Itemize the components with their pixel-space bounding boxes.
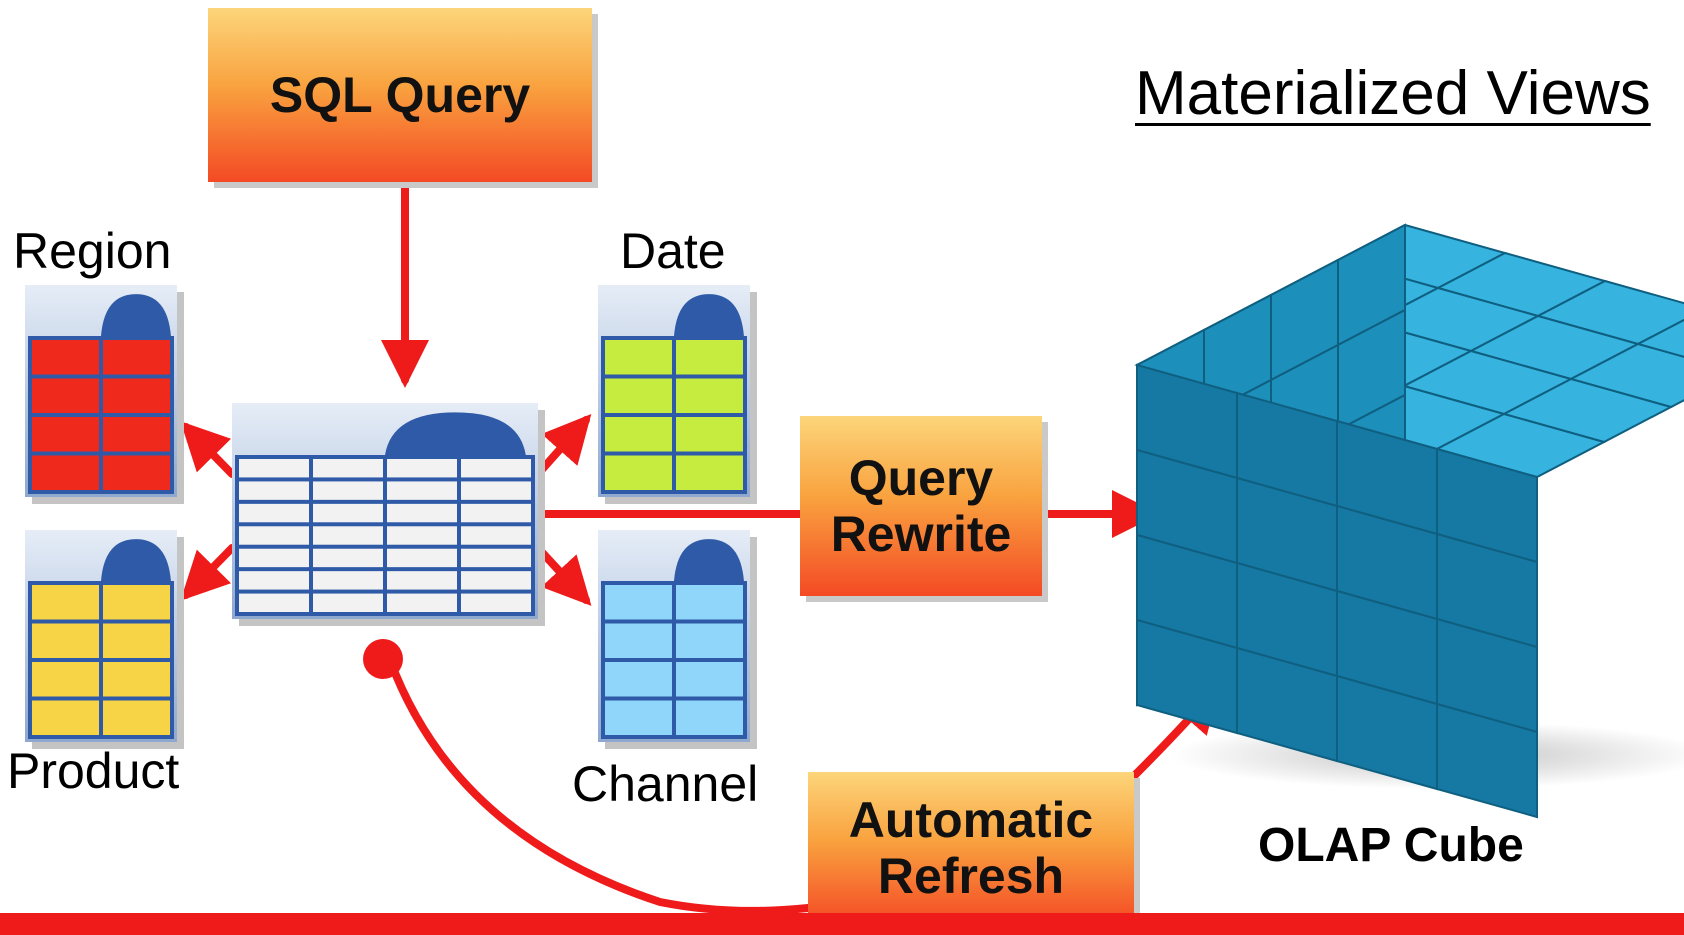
- table-cell: [239, 481, 309, 500]
- table-cell: [103, 340, 170, 375]
- table-cell: [461, 481, 531, 500]
- tables-group: [25, 285, 757, 749]
- region-label: Region: [13, 223, 172, 279]
- table-cell: [32, 700, 99, 735]
- table-cell: [387, 593, 457, 612]
- table-cell: [461, 571, 531, 590]
- fact-to-region-arrow: [180, 421, 236, 478]
- table-cell: [32, 417, 99, 452]
- automatic-refresh-line2: Refresh: [877, 848, 1065, 904]
- table-cell: [461, 593, 531, 612]
- product-label: Product: [7, 743, 180, 799]
- table-cell: [676, 340, 743, 375]
- table-cell: [676, 623, 743, 658]
- sql-query-label: SQL Query: [269, 67, 531, 123]
- table-cell: [32, 585, 99, 620]
- table-cell: [313, 593, 383, 612]
- sql-query-box: SQL Query: [208, 8, 592, 182]
- table-cell: [676, 417, 743, 452]
- table-cell: [605, 623, 672, 658]
- table-cell: [103, 585, 170, 620]
- table-cell: [387, 571, 457, 590]
- table-cell: [313, 481, 383, 500]
- region-table-icon: [25, 285, 184, 504]
- automatic-refresh-box: Automatic Refresh: [808, 772, 1134, 924]
- table-cell: [676, 662, 743, 697]
- cube-top-block: [1635, 318, 1684, 358]
- product-table-icon: [25, 530, 184, 749]
- table-cell: [313, 526, 383, 545]
- table-cell: [239, 503, 309, 523]
- table-cell: [239, 548, 309, 568]
- cube-right-block: [1436, 702, 1538, 819]
- table-cell: [387, 526, 457, 545]
- table-cell: [605, 378, 672, 413]
- table-cell: [103, 662, 170, 697]
- table-cell: [103, 417, 170, 452]
- table-cell: [676, 585, 743, 620]
- query-rewrite-box: Query Rewrite: [800, 416, 1042, 596]
- refresh-origin-dot: [363, 639, 403, 679]
- footer-bar: [0, 913, 1684, 935]
- table-cell: [605, 700, 672, 735]
- table-cell: [32, 340, 99, 375]
- page-title: Materialized Views: [1135, 59, 1651, 128]
- table-cell: [387, 503, 457, 523]
- table-cell: [605, 417, 672, 452]
- table-cell: [103, 700, 170, 735]
- date-table-icon: [598, 285, 757, 504]
- table-cell: [676, 378, 743, 413]
- table-cell: [461, 503, 531, 523]
- table-cell: [239, 571, 309, 590]
- table-cell: [103, 378, 170, 413]
- table-cell: [32, 455, 99, 490]
- fact-to-product-arrow: [180, 544, 236, 601]
- table-cell: [605, 455, 672, 490]
- table-cell: [103, 623, 170, 658]
- channel-table-icon: [598, 530, 757, 749]
- table-cell: [461, 459, 531, 478]
- table-cell: [103, 455, 170, 490]
- table-cell: [313, 548, 383, 568]
- table-cell: [239, 526, 309, 545]
- table-cell: [605, 585, 672, 620]
- table-cell: [387, 459, 457, 478]
- table-cell: [387, 548, 457, 568]
- automatic-refresh-line1: Automatic: [848, 792, 1094, 848]
- fact-table-icon: [232, 403, 545, 626]
- table-cell: [313, 503, 383, 523]
- date-label: Date: [620, 223, 726, 279]
- table-cell: [461, 548, 531, 568]
- table-cell: [313, 571, 383, 590]
- table-cell: [605, 662, 672, 697]
- query-rewrite-line2: Rewrite: [830, 506, 1012, 562]
- query-rewrite-line1: Query: [848, 450, 994, 506]
- table-cell: [239, 459, 309, 478]
- fact-to-channel-arrow: [534, 544, 592, 606]
- table-cell: [32, 662, 99, 697]
- table-cell: [32, 623, 99, 658]
- table-cell: [387, 481, 457, 500]
- channel-label: Channel: [572, 756, 759, 812]
- table-cell: [676, 455, 743, 490]
- table-cell: [32, 378, 99, 413]
- olap-cube-label: OLAP Cube: [1258, 819, 1524, 872]
- table-cell: [676, 700, 743, 735]
- fact-to-date-arrow: [534, 414, 592, 478]
- refresh-curve-to-fact: [386, 656, 812, 915]
- olap-cube-icon: [1134, 223, 1684, 819]
- table-cell: [605, 340, 672, 375]
- table-cell: [313, 459, 383, 478]
- table-cell: [239, 593, 309, 612]
- table-cell: [461, 526, 531, 545]
